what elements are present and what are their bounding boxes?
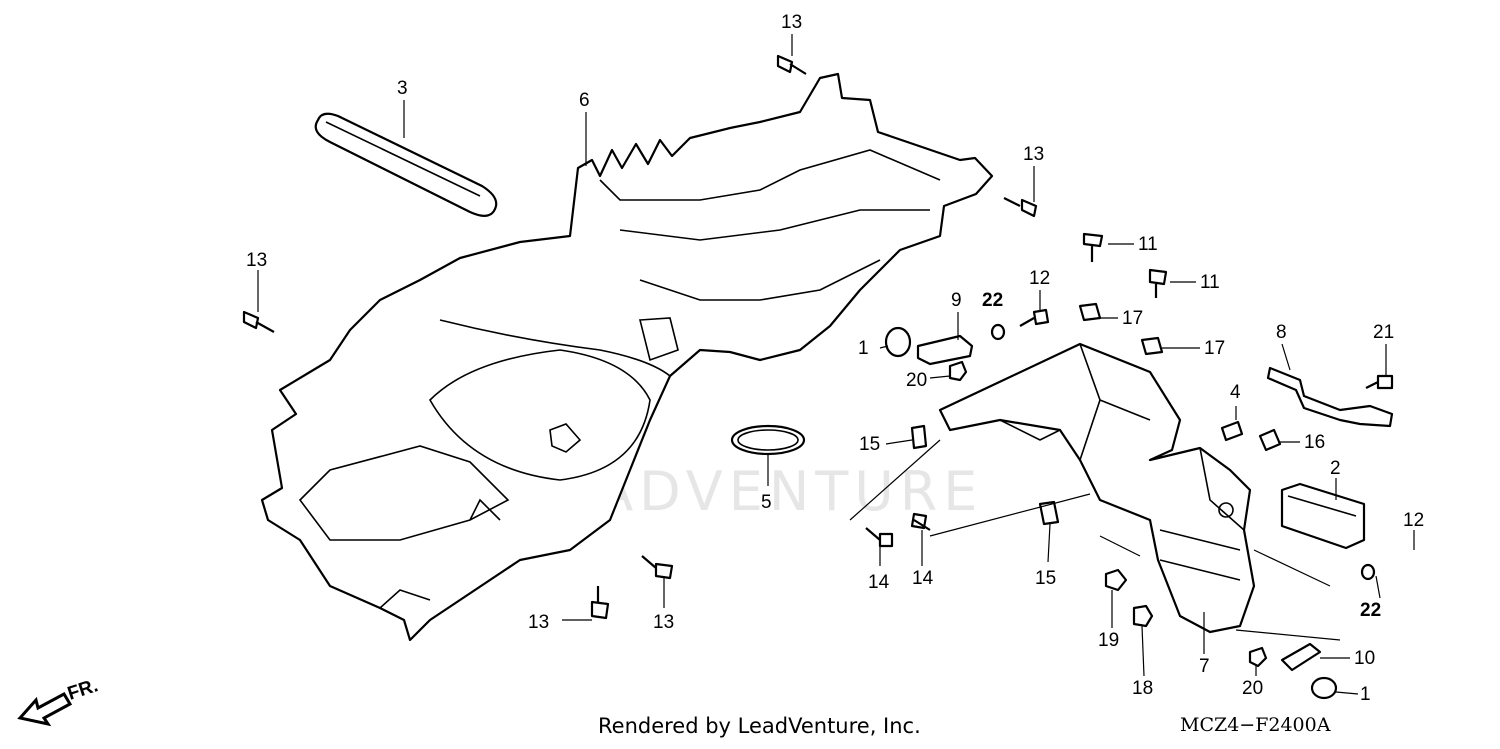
callout-13-top[interactable]: 13 <box>781 12 802 33</box>
callout-7[interactable]: 7 <box>1199 656 1210 677</box>
leader-lines <box>257 34 1415 695</box>
callout-12-a[interactable]: 12 <box>1029 268 1050 289</box>
callout-22-b[interactable]: 22 <box>1360 600 1381 621</box>
callout-21[interactable]: 21 <box>1373 322 1394 343</box>
callout-17-b[interactable]: 17 <box>1204 338 1225 359</box>
front-arrow-icon <box>17 692 73 727</box>
callout-3[interactable]: 3 <box>397 78 408 99</box>
callout-12-b[interactable]: 12 <box>1403 510 1424 531</box>
part-10-plate[interactable] <box>1280 642 1322 672</box>
callout-13-right[interactable]: 13 <box>1023 144 1044 165</box>
callout-15-b[interactable]: 15 <box>1035 568 1056 589</box>
callout-6[interactable]: 6 <box>579 90 590 111</box>
callout-11-b[interactable]: 11 <box>1200 272 1220 293</box>
callout-15-a[interactable]: 15 <box>859 434 880 455</box>
callout-13-bottom-left[interactable]: 13 <box>528 612 549 633</box>
part-2-reflector[interactable] <box>1280 482 1366 550</box>
callout-16[interactable]: 16 <box>1304 432 1325 453</box>
callout-5[interactable]: 5 <box>761 492 772 513</box>
callout-8[interactable]: 8 <box>1276 322 1287 343</box>
callout-1-a[interactable]: 1 <box>858 338 869 359</box>
callout-9[interactable]: 9 <box>951 290 962 311</box>
render-credit: Rendered by LeadVenture, Inc. <box>598 714 921 738</box>
callout-20-a[interactable]: 20 <box>906 370 927 391</box>
callout-22-a[interactable]: 22 <box>982 290 1003 311</box>
fastener-bolts[interactable] <box>242 54 1500 700</box>
callout-19[interactable]: 19 <box>1098 630 1119 651</box>
part-9-plate[interactable] <box>916 334 974 366</box>
part-8-bracket[interactable] <box>1266 366 1394 428</box>
callout-10[interactable]: 10 <box>1354 648 1375 669</box>
callout-20-b[interactable]: 20 <box>1242 678 1263 699</box>
diagram-code: MCZ4−F2400A <box>1180 714 1331 736</box>
front-direction-indicator: FR. <box>17 675 101 727</box>
callout-11-a[interactable]: 11 <box>1138 234 1158 255</box>
callout-14-b[interactable]: 14 <box>912 568 934 589</box>
part-3-seal[interactable] <box>314 112 498 217</box>
part-7-mudguard[interactable] <box>938 342 1256 634</box>
callout-18[interactable]: 18 <box>1132 678 1153 699</box>
callout-1-b[interactable]: 1 <box>1360 684 1371 705</box>
callout-13-left[interactable]: 13 <box>246 250 267 271</box>
callout-4[interactable]: 4 <box>1230 382 1241 403</box>
part-5-ring[interactable] <box>730 424 806 456</box>
part-6-inner-fender[interactable] <box>260 72 994 642</box>
callout-14-a[interactable]: 14 <box>868 572 890 593</box>
callout-17-a[interactable]: 17 <box>1122 308 1143 329</box>
callout-13-bottom-right[interactable]: 13 <box>653 612 674 633</box>
callout-2[interactable]: 2 <box>1330 458 1341 479</box>
callouts: 3 6 13 13 13 13 13 5 11 11 12 22 9 1 20 … <box>246 12 1424 705</box>
front-label: FR. <box>65 675 101 704</box>
